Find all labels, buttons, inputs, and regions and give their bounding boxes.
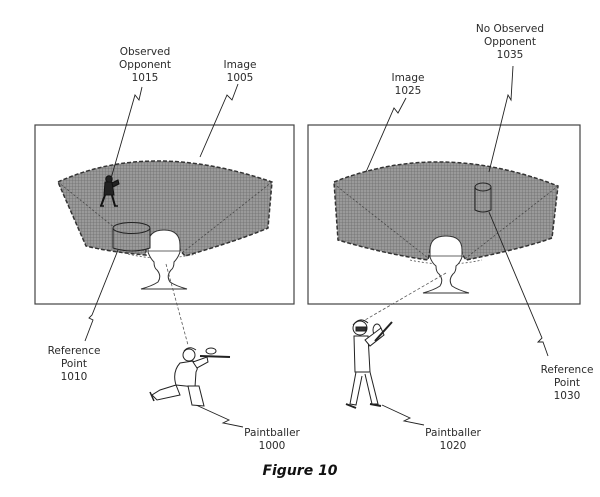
right-panel bbox=[307, 65, 581, 426]
label-reference-point-1010: Reference Point 1010 bbox=[48, 345, 101, 384]
label-reference-point-1030: Reference Point 1030 bbox=[541, 364, 594, 403]
reference-number: 1025 bbox=[394, 85, 422, 97]
left-sight-line bbox=[165, 263, 189, 346]
label-line: Observed bbox=[119, 46, 171, 58]
left-panel bbox=[34, 83, 295, 428]
left-head-icon bbox=[140, 229, 188, 290]
label-line: Point bbox=[553, 377, 581, 389]
label-image-1005: Image 1005 bbox=[224, 59, 257, 85]
leader-opponent-1035 bbox=[488, 65, 514, 173]
figure-caption: Figure 10 bbox=[262, 463, 338, 479]
leader-paintballer-1020 bbox=[381, 404, 425, 426]
label-line: Point bbox=[60, 358, 88, 370]
leader-reference-1010 bbox=[84, 249, 119, 342]
leader-image-1005 bbox=[199, 83, 239, 158]
label-line: Image bbox=[391, 72, 425, 84]
paintballer-kneeling-figure bbox=[149, 347, 231, 407]
leader-image-1025 bbox=[365, 97, 407, 173]
label-line: Reference bbox=[540, 364, 594, 376]
reference-number: 1035 bbox=[496, 49, 524, 61]
label-paintballer-1020: Paintballer 1020 bbox=[425, 427, 481, 453]
label-line: Paintballer bbox=[244, 427, 300, 439]
left-reference-cylinder bbox=[112, 222, 151, 252]
leader-opponent-1015 bbox=[109, 86, 143, 183]
reference-number: 1010 bbox=[60, 371, 88, 383]
label-line: Opponent bbox=[484, 36, 536, 48]
label-line: No Observed bbox=[475, 23, 545, 35]
leader-paintballer-1000 bbox=[195, 404, 244, 428]
reference-number: 1030 bbox=[553, 390, 581, 402]
label-line: Paintballer bbox=[425, 427, 481, 439]
reference-number: 1020 bbox=[439, 440, 467, 452]
reference-number: 1005 bbox=[226, 72, 254, 84]
label-no-observed-opponent-1035: No Observed Opponent 1035 bbox=[476, 23, 544, 62]
right-view-line bbox=[333, 183, 559, 259]
right-sight-line bbox=[364, 272, 447, 321]
label-image-1025: Image 1025 bbox=[392, 72, 425, 98]
paintballer-standing-figure bbox=[345, 319, 393, 409]
label-paintballer-1000: Paintballer 1000 bbox=[244, 427, 300, 453]
right-head-icon bbox=[422, 235, 470, 294]
label-line: Opponent bbox=[119, 59, 171, 71]
leader-reference-1030 bbox=[488, 211, 549, 357]
label-line: Reference bbox=[47, 345, 101, 357]
right-reference-cylinder bbox=[474, 182, 492, 213]
reference-number: 1015 bbox=[131, 72, 159, 84]
label-observed-opponent-1015: Observed Opponent 1015 bbox=[119, 46, 171, 85]
left-view-line bbox=[57, 181, 273, 254]
reference-number: 1000 bbox=[258, 440, 286, 452]
right-image-region bbox=[333, 161, 559, 261]
label-line: Image bbox=[223, 59, 257, 71]
